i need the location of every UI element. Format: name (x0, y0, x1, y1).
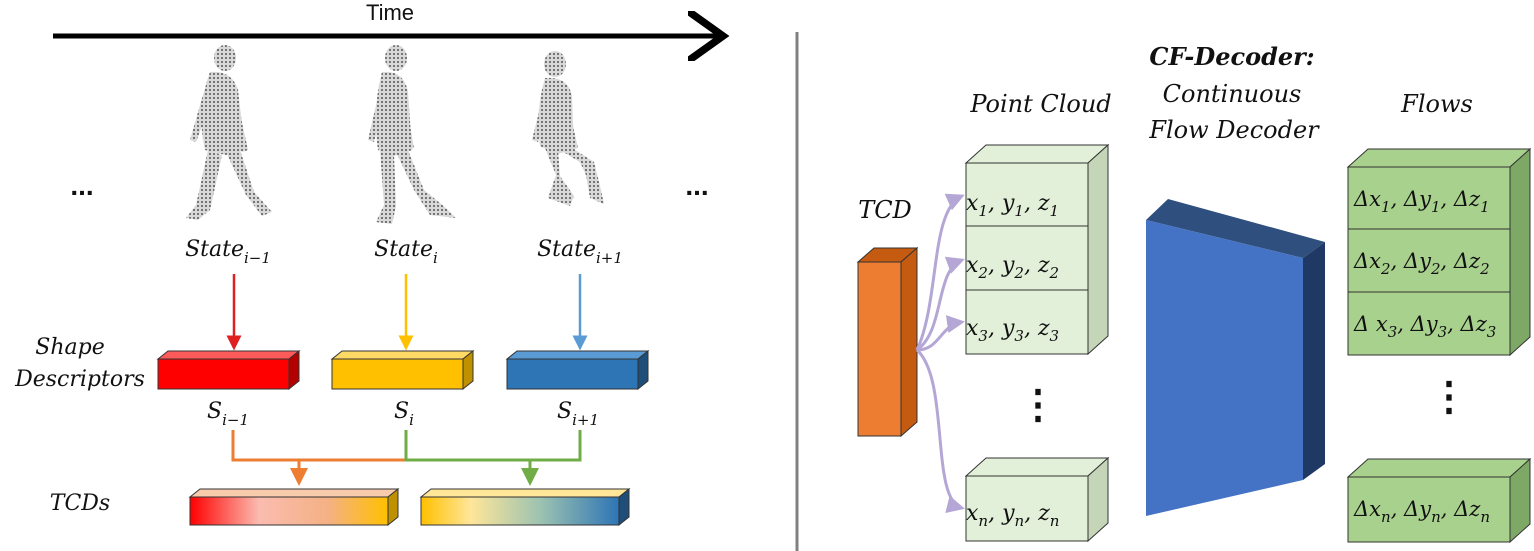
ellipsis-right: ... (685, 170, 708, 201)
state-label-current: Statei (374, 237, 438, 267)
flows-label: Flows (1400, 90, 1473, 118)
tcd-bar-1 (188, 487, 400, 527)
descriptor-label-next: Si+1 (557, 399, 599, 429)
decoder-title: CF-Decoder: (1149, 42, 1314, 71)
time-label: Time (366, 0, 414, 25)
descriptor-bar-prev (156, 349, 301, 391)
decoder-subtitle-1: Continuous (1163, 80, 1302, 108)
shape-descriptors-label: Shape (35, 335, 104, 360)
point-row-n: xn, yn, zn (966, 501, 1059, 530)
decoder-subtitle-2: Flow Decoder (1148, 116, 1320, 144)
human-mesh-figure-3 (532, 51, 604, 206)
left-panel: Time ... ... S (14, 0, 718, 527)
point-box-n (964, 456, 1110, 543)
descriptor-bar-current (330, 349, 475, 391)
human-mesh-figure-1 (186, 45, 272, 220)
descriptor-label-prev: Si−1 (207, 399, 249, 429)
flow-row-3: Δ x3, Δy3, Δz3 (1353, 312, 1496, 341)
point-row-2: x2, y2, z2 (966, 253, 1059, 282)
shape-descriptors-label-2: Descriptors (14, 367, 145, 392)
point-row-1: x1, y1, z1 (966, 191, 1059, 220)
flow-box-group-top (1346, 147, 1532, 357)
connector-orange (231, 430, 406, 462)
tcd-label: TCD (858, 196, 912, 224)
cf-decoder-block (1146, 199, 1325, 516)
connector-green (404, 430, 582, 462)
right-panel: TCD Point Cloud x1, y1, z1 x2, y2, z2 x3… (856, 42, 1532, 544)
flow-box-n (1346, 457, 1532, 544)
state-label-prev: Statei−1 (185, 237, 271, 267)
point-cloud-label: Point Cloud (969, 90, 1111, 118)
tcd-to-points-arrows (915, 193, 965, 514)
flow-row-n: Δxn, Δyn, Δzn (1353, 497, 1490, 526)
descriptor-label-current: Si (394, 399, 414, 429)
flow-row-2: Δx2, Δy2, Δz2 (1353, 249, 1490, 278)
tcds-label: TCDs (50, 491, 110, 516)
flow-vertical-dots: ⋮ (1429, 375, 1469, 419)
point-row-3: x3, y3, z3 (966, 316, 1059, 345)
descriptor-bar-next (505, 349, 650, 391)
tcd-orange-bar (856, 246, 919, 438)
ellipsis-left: ... (70, 170, 93, 201)
point-box-group-top (964, 143, 1110, 356)
human-mesh-figure-2 (368, 45, 456, 224)
flow-row-1: Δx1, Δy1, Δz1 (1353, 187, 1490, 216)
state-label-next: Statei+1 (537, 237, 623, 267)
point-vertical-dots: ⋮ (1018, 383, 1058, 427)
tcd-bar-2 (419, 487, 631, 527)
